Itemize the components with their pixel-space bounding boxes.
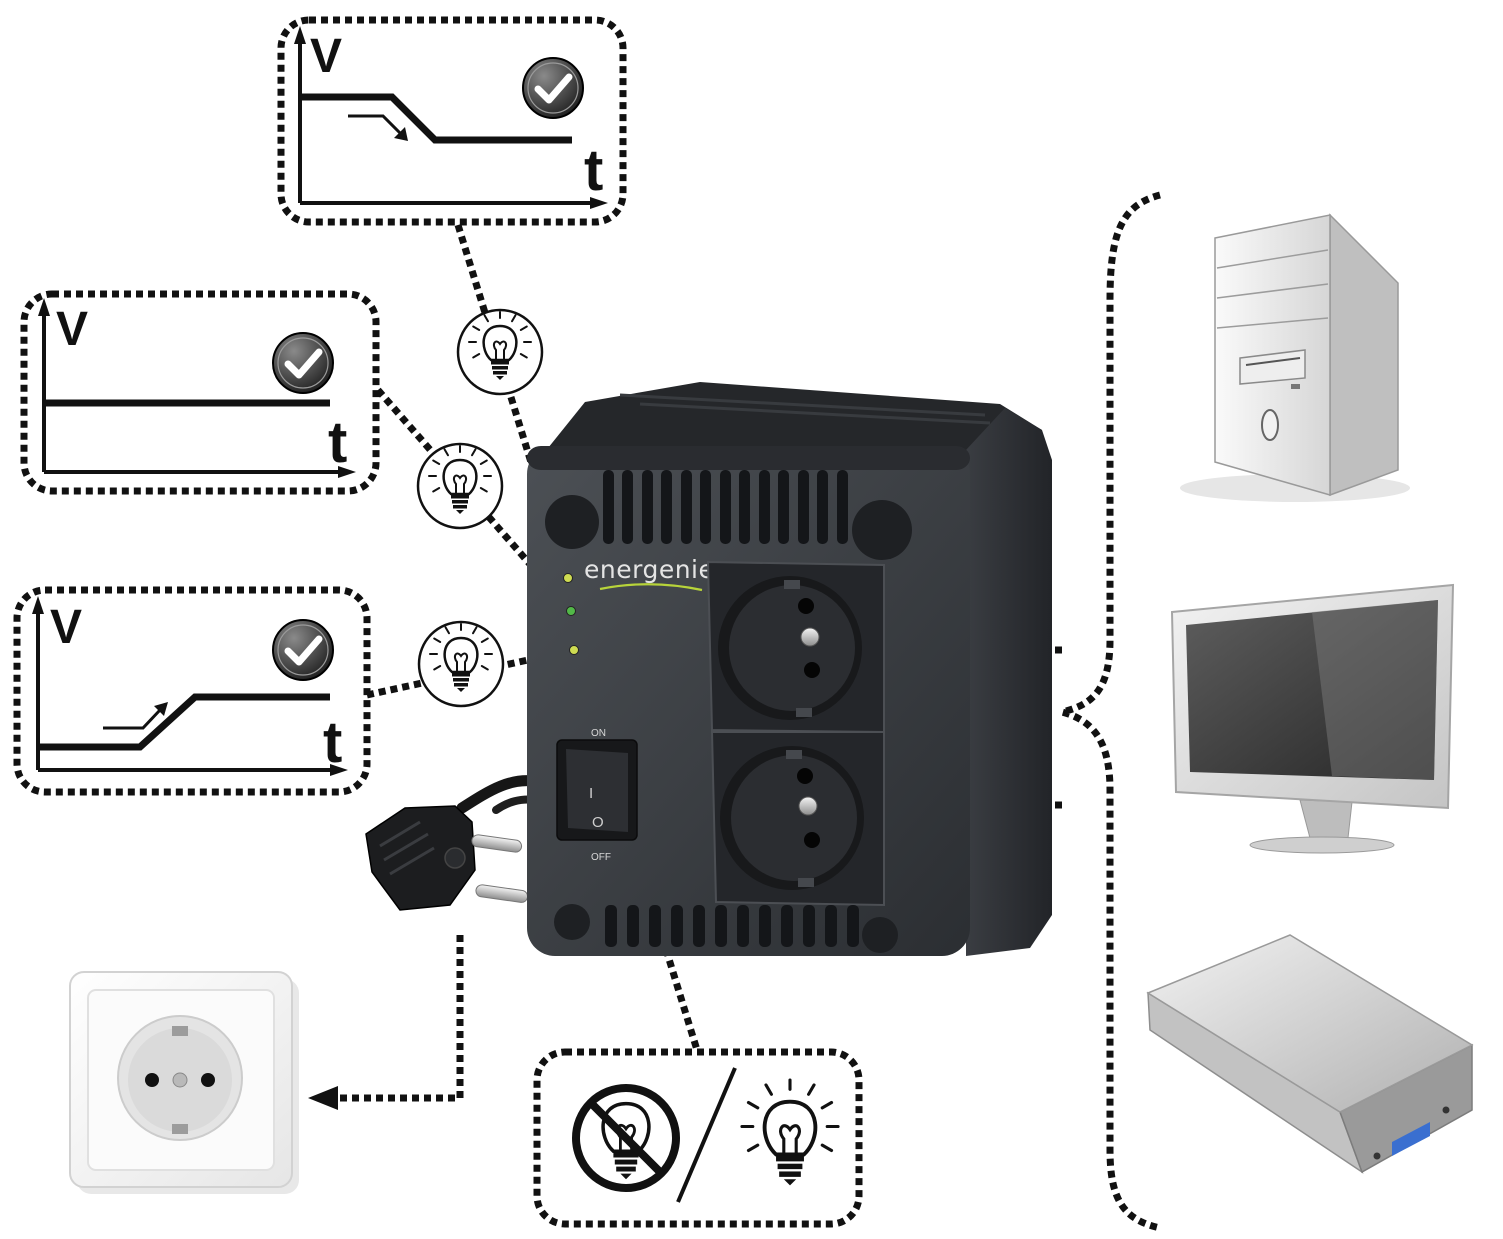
brand-logo: energenie xyxy=(584,555,714,584)
voltage-regulator: energenie ON I O OFF xyxy=(527,382,1052,956)
foot-left xyxy=(554,904,590,940)
wall-pin-hole xyxy=(145,1073,159,1087)
monitor-neck xyxy=(1299,799,1353,839)
dvd-button xyxy=(1442,1106,1450,1114)
y-axis-arrow xyxy=(38,298,50,316)
check-badge-icon xyxy=(523,58,583,118)
center-screw xyxy=(798,796,818,816)
trend-arrow xyxy=(348,114,402,135)
monitor-base xyxy=(1249,836,1395,854)
trend-arrowhead xyxy=(394,127,408,141)
x-axis-arrow xyxy=(590,197,608,209)
device-side xyxy=(966,408,1052,956)
pin-hole xyxy=(804,832,820,848)
x-axis-label: t xyxy=(323,710,342,775)
wall-earth-clip-top xyxy=(172,1026,188,1036)
outlet-recess xyxy=(729,585,855,711)
device-top xyxy=(540,382,1042,458)
voltage-line xyxy=(38,693,330,751)
plug-body xyxy=(365,805,476,911)
tower-drive-bays xyxy=(1216,249,1329,329)
dvd-display xyxy=(1392,1122,1430,1156)
earth-clip-top xyxy=(786,750,802,759)
earth-clip-bottom xyxy=(798,878,814,887)
arrowhead-to-wall xyxy=(308,1086,338,1110)
indicator-bulb-2 xyxy=(416,442,504,530)
tower-drive-slot xyxy=(1245,357,1301,366)
foot-right xyxy=(862,917,898,953)
led-2 xyxy=(566,606,576,616)
center-screw xyxy=(800,627,820,647)
pin-hole xyxy=(798,598,814,614)
switch-mark-on: I xyxy=(589,785,593,802)
switch-mark-off: O xyxy=(592,814,604,831)
led-1 xyxy=(563,573,573,583)
corner-boss-right xyxy=(852,500,912,560)
x-axis-arrow xyxy=(330,764,348,776)
x-axis-arrow xyxy=(338,466,356,478)
monitor-icon xyxy=(1170,583,1455,854)
outlet-recess xyxy=(731,755,857,881)
connector-plug-to-wall xyxy=(336,935,464,1102)
schuko-plug-icon xyxy=(365,775,546,911)
wall-center-screw xyxy=(172,1072,188,1088)
monitor-screen-glare xyxy=(1312,600,1438,780)
y-axis-label: V xyxy=(310,30,342,83)
check-badge-icon xyxy=(273,620,333,680)
bulb-crossed-icon xyxy=(572,1084,680,1192)
y-axis-arrow xyxy=(32,596,44,614)
corner-boss-left xyxy=(545,495,599,549)
tower-power-button xyxy=(1261,409,1279,441)
dvd-button xyxy=(1373,1152,1381,1160)
dvd-player-icon xyxy=(1146,934,1474,1174)
chart-voltage-rise: V t xyxy=(13,586,371,796)
device-top-lip xyxy=(527,446,970,470)
indicator-bulb-3 xyxy=(417,620,505,708)
x-axis-label: t xyxy=(328,410,347,475)
trend-arrow xyxy=(103,708,162,730)
pin-hole xyxy=(797,768,813,784)
plug-pin-1 xyxy=(471,834,523,853)
pin-hole xyxy=(804,662,820,678)
wall-pin-hole xyxy=(201,1073,215,1087)
plug-face xyxy=(444,847,466,869)
plug-pin-2 xyxy=(475,884,529,903)
trend-arrowhead xyxy=(154,702,168,716)
top-vents xyxy=(603,470,848,544)
voltage-line xyxy=(300,93,572,144)
y-axis-arrow xyxy=(294,26,306,44)
indicator-bulb-1 xyxy=(456,308,544,396)
outlet-1 xyxy=(706,560,885,734)
wall-socket-icon xyxy=(69,971,299,1194)
bottom-vents xyxy=(605,905,859,947)
tower-side xyxy=(1329,213,1399,497)
switch-rocker xyxy=(566,749,628,832)
switch-off-label: OFF xyxy=(591,852,611,863)
wall-earth-clip-bottom xyxy=(172,1124,188,1134)
logo-swoosh xyxy=(599,583,703,592)
monitor-screen xyxy=(1186,600,1438,780)
y-axis-label: V xyxy=(56,303,88,356)
earth-clip-bottom xyxy=(796,708,812,717)
tower-eject-button xyxy=(1291,384,1300,389)
connector-switch-to-states xyxy=(616,798,701,1052)
state-separator xyxy=(676,1067,737,1203)
outlet-2 xyxy=(710,731,885,907)
chart-voltage-steady: V t xyxy=(20,290,380,495)
switch-on-label: ON xyxy=(591,728,606,739)
dvd-top-face xyxy=(1146,934,1474,1113)
x-axis-label: t xyxy=(584,138,603,203)
chart-voltage-drop: V t xyxy=(277,16,627,226)
device-top-ridges xyxy=(619,393,991,425)
y-axis-label: V xyxy=(50,601,82,654)
loads-brace xyxy=(1061,191,1161,1232)
earth-clip-top xyxy=(784,580,800,589)
check-badge-icon xyxy=(273,333,333,393)
plug-grip xyxy=(379,820,435,876)
led-3 xyxy=(569,645,579,655)
desktop-tower-icon xyxy=(1180,213,1410,502)
switch-states xyxy=(533,1048,863,1228)
